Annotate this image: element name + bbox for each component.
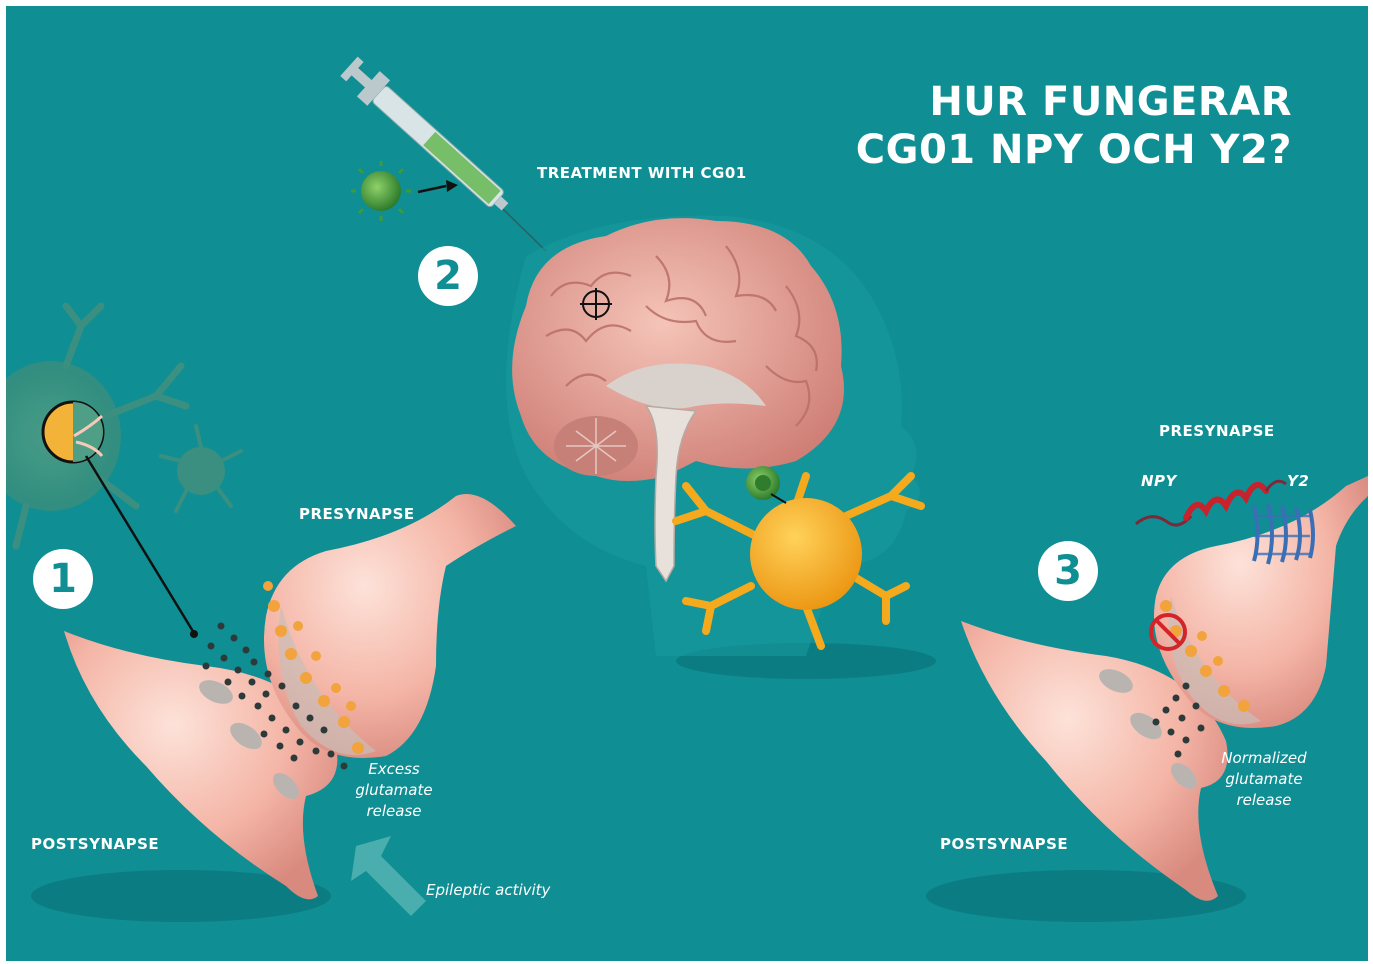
normalized-line-3: release	[1209, 790, 1319, 811]
treatment-label: TREATMENT WITH CG01	[537, 164, 747, 182]
infographic: HUR FUNGERAR CG01 NPY OCH Y2? 1 2 3 TREA…	[6, 6, 1368, 961]
virus-icon-top	[351, 161, 458, 221]
excess-line-2: glutamate	[344, 780, 444, 801]
excess-line-1: Excess	[344, 759, 444, 780]
postsynapse-left-label: POSTSYNAPSE	[31, 835, 159, 853]
y2-label: Y2	[1287, 472, 1309, 490]
normalized-line-2: glutamate	[1209, 769, 1319, 790]
step-2-badge: 2	[418, 246, 478, 306]
postsynapse-right-label: POSTSYNAPSE	[940, 835, 1068, 853]
normalized-glutamate-note: Normalized glutamate release	[1209, 748, 1319, 811]
title-line-2: CG01 NPY OCH Y2?	[856, 126, 1292, 174]
title-line-1: HUR FUNGERAR	[856, 78, 1292, 126]
npy-label: NPY	[1141, 472, 1177, 490]
normalized-line-1: Normalized	[1209, 748, 1319, 769]
epileptic-activity-label: Epileptic activity	[426, 881, 550, 899]
epileptic-arrow-icon	[351, 836, 426, 916]
presynapse-left-label: PRESYNAPSE	[299, 505, 415, 523]
page-title: HUR FUNGERAR CG01 NPY OCH Y2?	[856, 78, 1292, 174]
presynapse-right-label: PRESYNAPSE	[1159, 422, 1275, 440]
excess-glutamate-note: Excess glutamate release	[344, 759, 444, 822]
green-neuron-cluster	[6, 306, 241, 546]
step-3-badge: 3	[1038, 541, 1098, 601]
excess-line-3: release	[344, 801, 444, 822]
syringe-icon	[338, 54, 546, 251]
step-1-badge: 1	[33, 549, 93, 609]
